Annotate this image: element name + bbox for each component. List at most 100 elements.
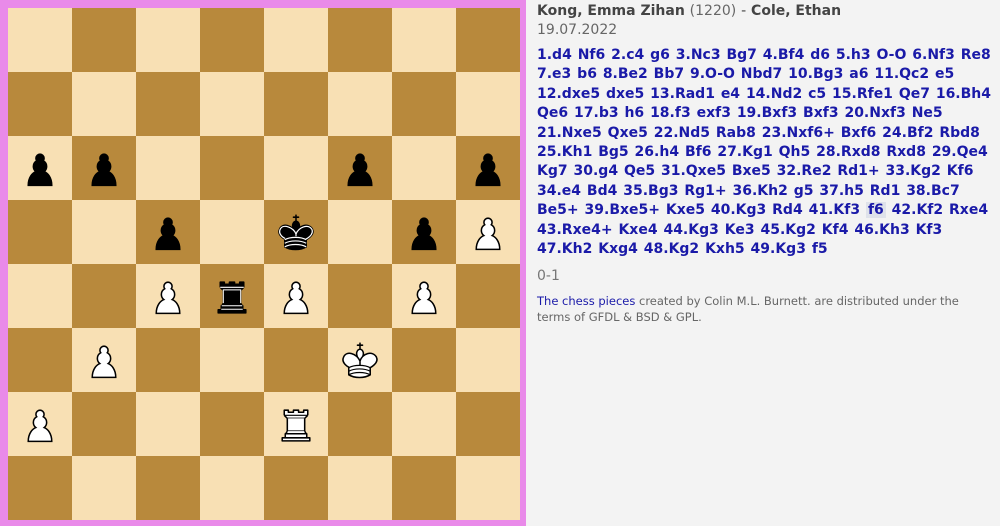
move-54[interactable]: 28.Rxd8 [816,144,881,161]
move-77[interactable]: Kxe5 [665,202,705,219]
move-69[interactable]: Rg1+ [684,182,727,199]
square-g3[interactable] [392,328,456,392]
move-47[interactable]: Rbd8 [939,124,980,141]
move-26[interactable]: 14.Nd2 [745,85,803,102]
move-37[interactable]: Bxf3 [803,105,839,122]
square-g2[interactable] [392,392,456,456]
move-4[interactable]: 3.Nc3 [675,47,721,63]
black-pawn-icon[interactable] [465,145,511,191]
square-c7[interactable] [136,72,200,136]
move-6[interactable]: 4.Bf4 [762,47,805,63]
square-g6[interactable] [392,136,456,200]
move-68[interactable]: 35.Bg3 [623,182,679,199]
move-27[interactable]: c5 [808,85,827,102]
square-d3[interactable] [200,328,264,392]
white-pawn-icon[interactable] [465,209,511,255]
square-h7[interactable] [456,72,520,136]
square-f3[interactable] [328,328,392,392]
move-5[interactable]: Bg7 [726,47,757,63]
move-14[interactable]: 8.Be2 [602,66,648,83]
move-9[interactable]: O-O [876,47,907,63]
square-e4[interactable] [264,264,328,328]
move-21[interactable]: e5 [934,66,955,83]
move-65[interactable]: Kf6 [946,163,974,180]
square-g4[interactable] [392,264,456,328]
black-player-name[interactable]: Cole, Ethan [751,3,842,19]
white-pawn-icon[interactable] [145,273,191,319]
black-pawn-icon[interactable] [337,145,383,191]
move-79[interactable]: Rd4 [772,202,803,219]
move-18[interactable]: 10.Bg3 [788,66,844,83]
move-80[interactable]: 41.Kf3 [808,202,861,219]
move-70[interactable]: 36.Kh2 [732,182,788,199]
move-25[interactable]: e4 [720,85,741,102]
move-90[interactable]: 46.Kh3 [854,221,910,238]
move-93[interactable]: Kxg4 [598,241,638,258]
move-7[interactable]: d6 [810,47,830,63]
move-17[interactable]: Nbd7 [740,66,783,83]
move-64[interactable]: 33.Kg2 [885,163,941,180]
move-88[interactable]: 45.Kg2 [760,221,816,238]
square-h8[interactable] [456,8,520,72]
white-king-icon[interactable] [337,337,383,383]
square-c2[interactable] [136,392,200,456]
move-42[interactable]: 22.Nd5 [653,124,710,141]
square-a3[interactable] [8,328,72,392]
square-d4[interactable] [200,264,264,328]
move-53[interactable]: Qh5 [778,144,811,161]
square-f1[interactable] [328,456,392,520]
move-83[interactable]: Rxe4 [949,202,989,219]
black-pawn-icon[interactable] [17,145,63,191]
square-e6[interactable] [264,136,328,200]
move-23[interactable]: dxe5 [605,85,645,102]
move-0[interactable]: 1.d4 [537,47,572,63]
move-10[interactable]: 6.Nf3 [912,47,955,63]
move-95[interactable]: Kxh5 [705,241,745,258]
square-c5[interactable] [136,200,200,264]
white-rook-icon[interactable] [273,401,319,447]
square-c8[interactable] [136,8,200,72]
square-a1[interactable] [8,456,72,520]
move-16[interactable]: 9.O-O [689,66,735,83]
square-c3[interactable] [136,328,200,392]
move-2[interactable]: 2.c4 [611,47,645,63]
chess-pieces-link[interactable]: The chess pieces [537,294,636,309]
move-56[interactable]: 29.Qe4 [931,144,988,161]
square-b1[interactable] [72,456,136,520]
move-91[interactable]: Kf3 [915,221,943,238]
square-c6[interactable] [136,136,200,200]
square-a4[interactable] [8,264,72,328]
move-33[interactable]: h6 [624,105,645,122]
move-66[interactable]: 34.e4 [537,182,582,199]
move-84[interactable]: 43.Rxe4+ [537,221,613,238]
square-e5[interactable] [264,200,328,264]
square-a7[interactable] [8,72,72,136]
black-rook-icon[interactable] [209,273,255,319]
square-f7[interactable] [328,72,392,136]
move-20[interactable]: 11.Qc2 [874,66,930,83]
square-a5[interactable] [8,200,72,264]
square-h2[interactable] [456,392,520,456]
square-b5[interactable] [72,200,136,264]
square-g5[interactable] [392,200,456,264]
square-g8[interactable] [392,8,456,72]
move-61[interactable]: Bxe5 [731,163,771,180]
square-a8[interactable] [8,8,72,72]
black-pawn-icon[interactable] [401,209,447,255]
move-11[interactable]: Re8 [960,47,991,63]
move-15[interactable]: Bb7 [653,66,685,83]
square-e3[interactable] [264,328,328,392]
square-d1[interactable] [200,456,264,520]
move-73[interactable]: Rd1 [869,182,901,199]
move-31[interactable]: Qe6 [537,105,569,122]
square-d7[interactable] [200,72,264,136]
move-67[interactable]: Bd4 [586,182,618,199]
move-97[interactable]: f5 [811,241,828,258]
move-24[interactable]: 13.Rad1 [650,85,715,102]
square-d5[interactable] [200,200,264,264]
square-h1[interactable] [456,456,520,520]
white-player-name[interactable]: Kong, Emma Zihan [537,3,685,19]
move-94[interactable]: 48.Kg2 [643,241,700,258]
square-f6[interactable] [328,136,392,200]
move-92[interactable]: 47.Kh2 [537,241,593,258]
